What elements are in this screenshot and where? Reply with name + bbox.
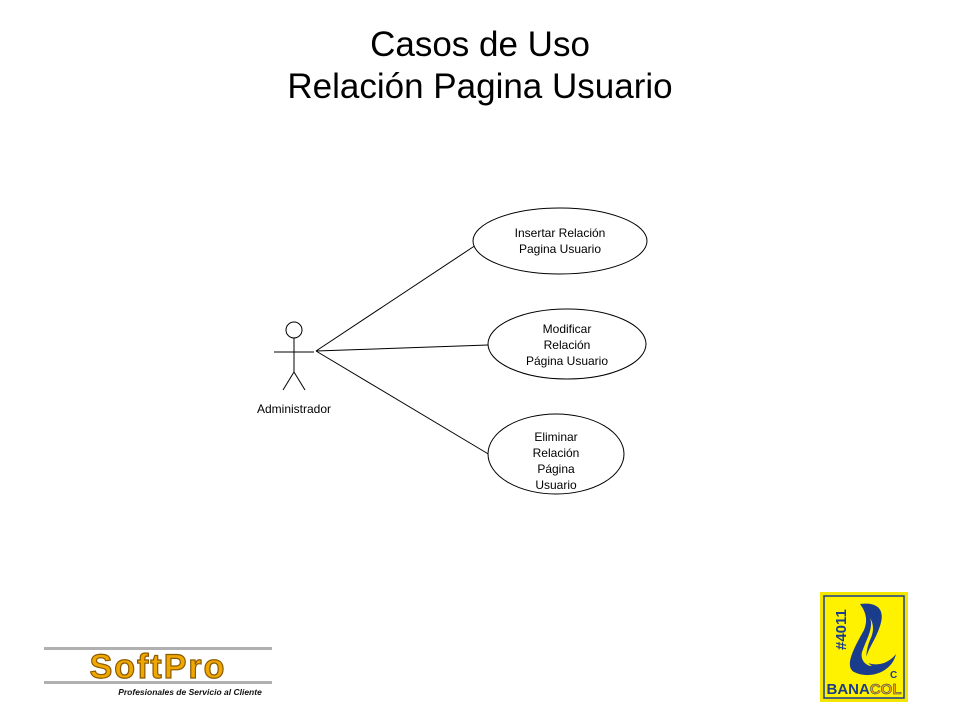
softpro-tagline: Profesionales de Servicio al Cliente <box>118 687 262 697</box>
use-case-eliminar: Eliminar Relación Página Usuario <box>487 413 625 495</box>
softpro-wordmark: SoftPro <box>90 648 227 686</box>
softpro-logo: SoftPro Profesionales de Servicio al Cli… <box>44 647 272 697</box>
association-insert <box>315 244 477 352</box>
use-case-ellipse <box>472 207 648 275</box>
actor-administrador: Administrador <box>257 321 331 416</box>
actor-left-leg <box>282 371 295 391</box>
slide-title-line-2: Relación Pagina Usuario <box>287 67 673 106</box>
use-case-label-line: Página <box>537 462 575 476</box>
slide-title-line-1: Casos de Uso <box>370 25 590 64</box>
actor-label: Administrador <box>257 402 331 416</box>
banacol-code: #4011 <box>833 609 850 650</box>
banacol-name: BANACOL <box>826 681 901 698</box>
banacol-name-part-b: COL <box>870 681 902 698</box>
softpro-rule-bottom <box>44 681 272 684</box>
banacol-frame <box>823 595 905 699</box>
use-case-label-line: Modificar <box>543 322 592 336</box>
use-case-label-line: Relación <box>544 338 591 352</box>
banana-highlight-icon <box>861 618 873 666</box>
softpro-rule-top <box>44 647 272 650</box>
actor-head <box>285 321 303 339</box>
banacol-logo: #4011 C BANACOL <box>820 592 908 702</box>
actor-right-leg <box>293 371 306 391</box>
use-case-modificar: Modificar Relación Página Usuario <box>487 308 647 380</box>
slide-title: Casos de Uso Relación Pagina Usuario <box>0 24 960 108</box>
banacol-mark: C <box>890 670 897 681</box>
use-case-label-line: Relación <box>533 446 580 460</box>
use-case-label-line: Insertar Relación <box>515 226 606 240</box>
banana-icon <box>849 603 896 676</box>
use-case-label-line: Página Usuario <box>526 354 608 368</box>
use-case-ellipse <box>487 413 625 495</box>
use-case-label-line: Usuario <box>535 478 577 492</box>
use-case-ellipse <box>487 308 647 380</box>
association-modify <box>315 344 489 352</box>
use-case-label-line: Pagina Usuario <box>519 242 601 256</box>
banacol-name-part-a: BANA <box>826 681 869 698</box>
association-delete <box>315 350 491 456</box>
use-case-label-line: Eliminar <box>534 430 577 444</box>
use-case-insertar: Insertar Relación Pagina Usuario <box>472 207 648 275</box>
